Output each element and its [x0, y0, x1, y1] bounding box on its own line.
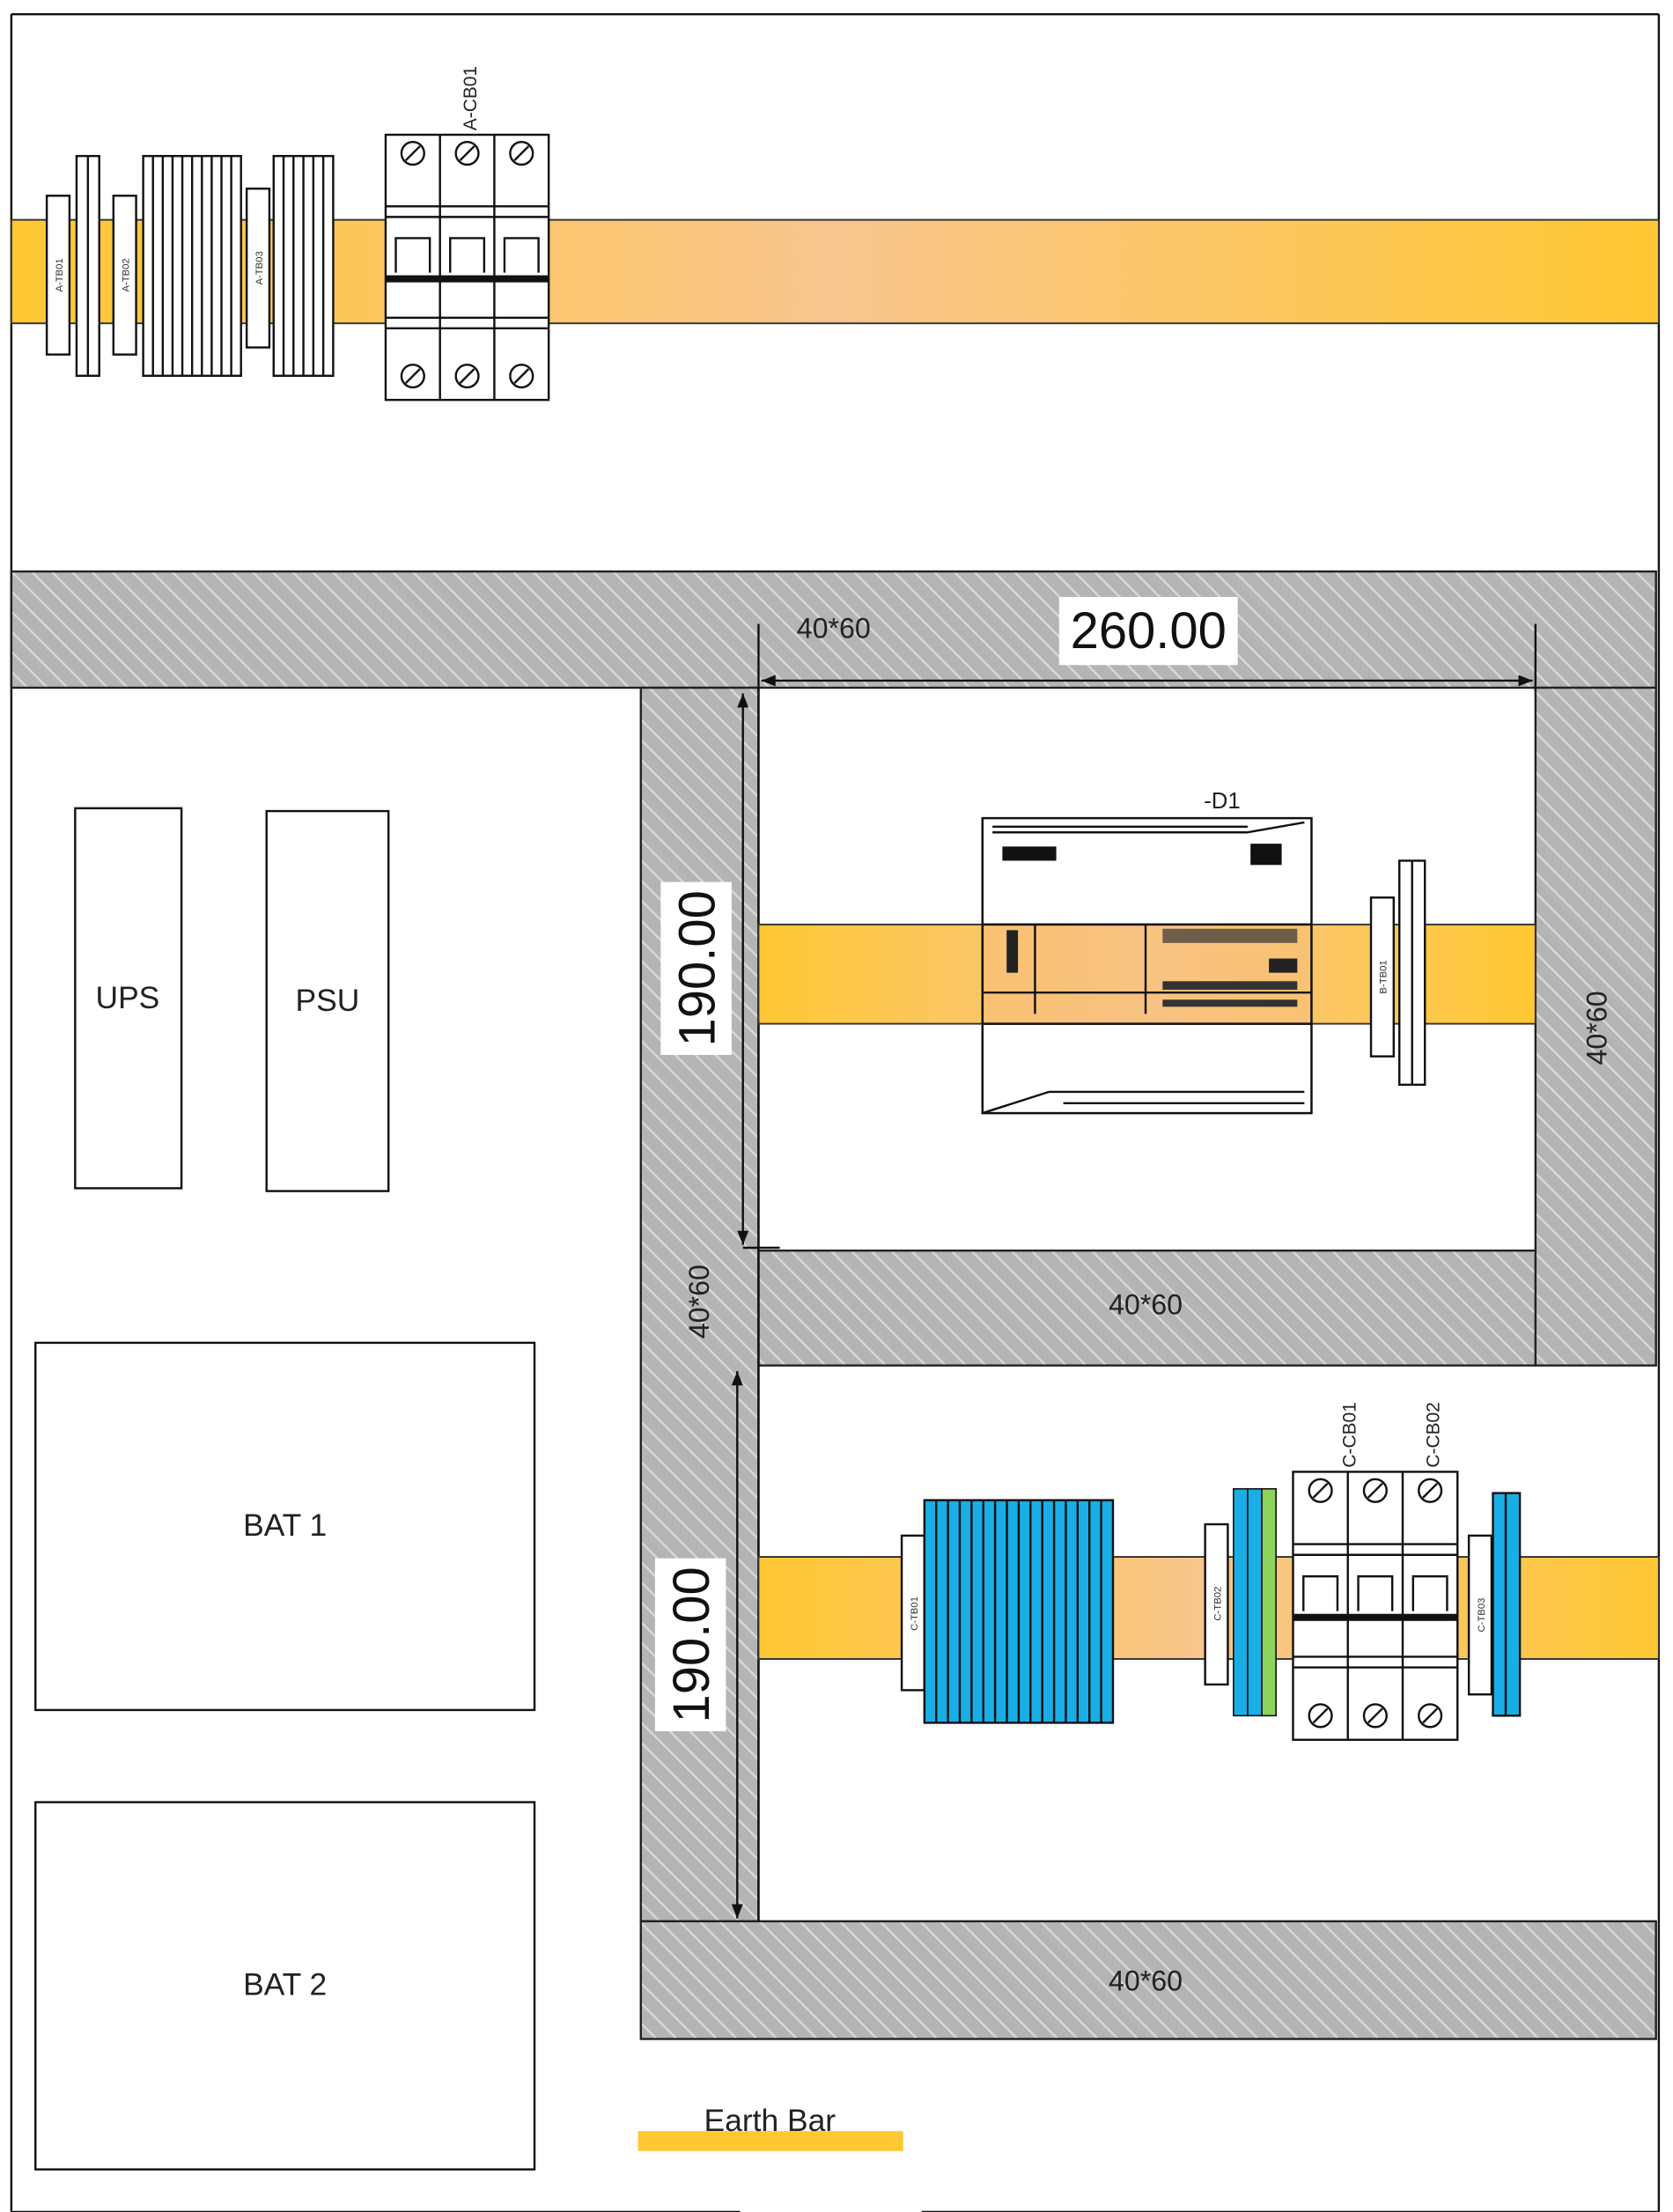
terminal-a-tb02[interactable]: A-TB02	[112, 195, 137, 356]
duct-size-label: 40*60	[797, 613, 871, 645]
dimension-width: 260.00	[757, 596, 1537, 691]
svg-text:B-TB01: B-TB01	[1379, 960, 1389, 993]
terminal-block-blue-group	[923, 1499, 1115, 1724]
end-plate-blue	[1492, 1492, 1522, 1717]
svg-text:Earth Bar: Earth Bar	[704, 2103, 836, 2138]
screw-slot	[513, 368, 530, 384]
ups-box[interactable]: UPS	[74, 807, 183, 1190]
screw-slot	[459, 145, 475, 162]
screw-slot	[1422, 1707, 1439, 1724]
cable-duct-top	[10, 570, 1657, 689]
device-d1[interactable]	[981, 816, 1313, 1115]
screw-icon	[400, 141, 425, 166]
svg-text:260.00: 260.00	[1071, 603, 1227, 660]
psu-box[interactable]: PSU	[265, 809, 390, 1192]
screw-slot	[1422, 1482, 1439, 1499]
cable-duct-middle	[757, 1250, 1537, 1367]
breaker-bar	[1293, 1613, 1458, 1621]
battery-1-box[interactable]: BAT 1	[34, 1341, 536, 1712]
breaker-label: C-CB02	[1423, 1402, 1443, 1467]
breaker-a-cb01[interactable]	[384, 133, 550, 402]
terminal-c-tb03[interactable]: C-TB03	[1467, 1534, 1493, 1696]
svg-text:BAT 1: BAT 1	[243, 1508, 327, 1543]
svg-text:C-TB02: C-TB02	[1212, 1587, 1223, 1621]
breaker-label: C-CB01	[1339, 1402, 1360, 1467]
terminal-b-tb01[interactable]: B-TB01	[1369, 896, 1396, 1058]
duct-size-label: 40*60	[1109, 1965, 1183, 1997]
device-label: -D1	[1204, 789, 1241, 814]
svg-text:A-TB03: A-TB03	[254, 251, 265, 284]
breaker-label: A-CB01	[461, 66, 481, 130]
cable-duct-bottom	[639, 1920, 1657, 2040]
screw-slot	[1312, 1482, 1329, 1499]
toggle-icon	[449, 237, 486, 273]
screw-icon	[1308, 1478, 1333, 1503]
svg-text:UPS: UPS	[96, 980, 160, 1015]
toggle-icon	[1411, 1574, 1448, 1611]
svg-text:190.00: 190.00	[670, 890, 726, 1046]
terminal-block-group	[272, 154, 335, 377]
terminal-c-tb01[interactable]: C-TB01	[900, 1534, 926, 1692]
terminal-c-tb02[interactable]: C-TB02	[1204, 1523, 1229, 1686]
breaker-body	[1292, 1471, 1459, 1741]
svg-text:190.00: 190.00	[664, 1567, 720, 1722]
screw-slot	[513, 145, 530, 162]
breaker-body	[384, 133, 550, 402]
cable-duct-right	[1534, 686, 1657, 1367]
svg-text:PSU: PSU	[296, 983, 360, 1018]
legend-earth-bar: Earth Bar	[638, 2103, 903, 2151]
screw-icon	[1418, 1478, 1443, 1503]
duct-size-label: 40*60	[1581, 991, 1612, 1065]
screw-icon	[454, 363, 480, 389]
svg-text:A-TB01: A-TB01	[55, 258, 65, 291]
screw-slot	[404, 145, 421, 162]
svg-text:C-TB01: C-TB01	[910, 1596, 920, 1631]
screw-slot	[1367, 1482, 1383, 1499]
screw-icon	[509, 141, 534, 166]
screw-icon	[454, 141, 480, 166]
dimension-height-lower: 190.00	[654, 1371, 743, 1919]
duct-size-label: 40*60	[683, 1265, 715, 1338]
screw-icon	[1362, 1478, 1388, 1503]
breaker-c-cb01-cb02[interactable]	[1292, 1471, 1459, 1741]
screw-icon	[1308, 1703, 1333, 1729]
toggle-icon	[1302, 1574, 1339, 1611]
screw-slot	[404, 368, 421, 384]
terminal-a-tb01[interactable]: A-TB01	[45, 195, 71, 356]
toggle-icon	[1357, 1574, 1394, 1611]
battery-2-box[interactable]: BAT 2	[34, 1801, 536, 2171]
screw-slot	[1312, 1707, 1329, 1724]
svg-text:BAT 2: BAT 2	[243, 1967, 327, 2002]
terminal-block-group	[142, 154, 242, 377]
toggle-icon	[503, 237, 540, 273]
duct-size-label: 40*60	[1109, 1289, 1183, 1321]
screw-slot	[459, 368, 475, 384]
dimension-height-upper: 190.00	[660, 693, 780, 1250]
terminal-block-earth	[1233, 1487, 1277, 1717]
screw-slot	[1367, 1707, 1383, 1724]
screw-icon	[1362, 1703, 1388, 1729]
breaker-bar	[385, 275, 549, 283]
svg-text:C-TB03: C-TB03	[1477, 1598, 1487, 1633]
screw-icon	[509, 363, 534, 389]
screw-icon	[1418, 1703, 1443, 1729]
terminal-a-tb03[interactable]: A-TB03	[245, 188, 271, 349]
screw-icon	[400, 363, 425, 389]
svg-text:A-TB02: A-TB02	[122, 258, 132, 291]
toggle-icon	[394, 237, 431, 273]
